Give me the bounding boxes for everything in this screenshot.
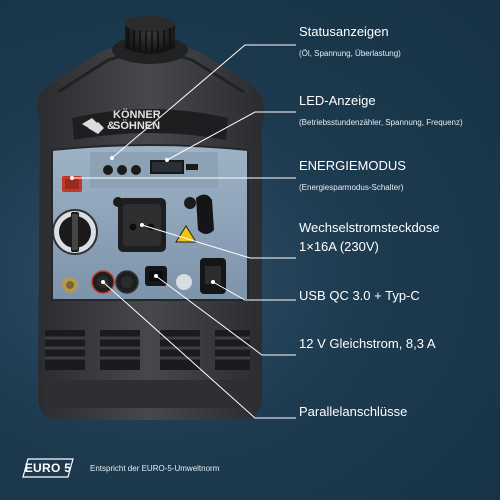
label-led-display: LED-Anzeige (Betriebsstundenzähler, Span…: [299, 93, 463, 127]
euro5-badge-text: EURO 5: [24, 461, 72, 475]
label-status-indicators: Statusanzeigen (Öl, Spannung, Überlastun…: [299, 24, 401, 58]
callout-usb: [212, 281, 296, 301]
brand-logo: [72, 109, 228, 140]
label-dc-title: 12 V Gleichstrom, 8,3 A: [299, 336, 436, 351]
label-ac-socket: Wechselstromsteckdose 1×16A (230V): [299, 220, 440, 254]
label-status-title: Statusanzeigen: [299, 24, 389, 39]
status-led-oil: [103, 165, 113, 175]
euro5-badge: EURO 5: [22, 458, 74, 478]
vent-grille: [45, 330, 250, 408]
status-led-overload: [131, 165, 141, 175]
dc-breaker: [176, 274, 192, 290]
label-energy-mode: ENERGIEMODUS (Energiesparmodus-Schalter): [299, 158, 406, 192]
euro5-description: Entspricht der EURO-5-Umweltnorm: [90, 463, 220, 473]
brand-prefix: &: [107, 121, 115, 132]
label-parallel-title: Parallelanschlüsse: [299, 404, 408, 419]
label-dc: 12 V Gleichstrom, 8,3 A: [299, 336, 436, 351]
label-energy-subtitle: (Energiesparmodus-Schalter): [299, 183, 404, 192]
label-usb-title: USB QC 3.0 + Typ-C: [299, 288, 420, 303]
label-usb: USB QC 3.0 + Typ-C: [299, 288, 420, 303]
label-led-subtitle: (Betriebsstundenzähler, Spannung, Freque…: [299, 118, 463, 127]
brand-line1: KÖNNER: [113, 109, 161, 121]
callout-dc: [155, 275, 296, 356]
callout-lines: [72, 44, 296, 419]
label-status-subtitle: (Öl, Spannung, Überlastung): [299, 49, 401, 58]
status-led-voltage: [117, 165, 127, 175]
callout-ac: [141, 224, 296, 259]
usb-cover: [196, 194, 214, 234]
control-panel: [51, 144, 249, 301]
fuel-cap: [112, 16, 188, 64]
label-energy-title: ENERGIEMODUS: [299, 158, 406, 173]
label-ac-title: Wechselstromsteckdose: [299, 220, 440, 235]
brand-name: KÖNNER & SÖHNEN: [107, 109, 161, 132]
brand-prefix-text: &: [107, 120, 115, 132]
callout-status: [111, 44, 296, 159]
euro5-badge-frame: [22, 458, 74, 478]
callout-led: [166, 111, 296, 161]
brand-line2: SÖHNEN: [113, 120, 161, 132]
callout-parallel: [102, 281, 296, 419]
label-parallel: Parallelanschlüsse: [299, 404, 407, 419]
label-led-title: LED-Anzeige: [299, 93, 376, 108]
label-ac-subtitle: 1×16A (230V): [299, 239, 379, 254]
euro5-footer: EURO 5 Entspricht der EURO-5-Umweltnorm: [22, 458, 219, 478]
